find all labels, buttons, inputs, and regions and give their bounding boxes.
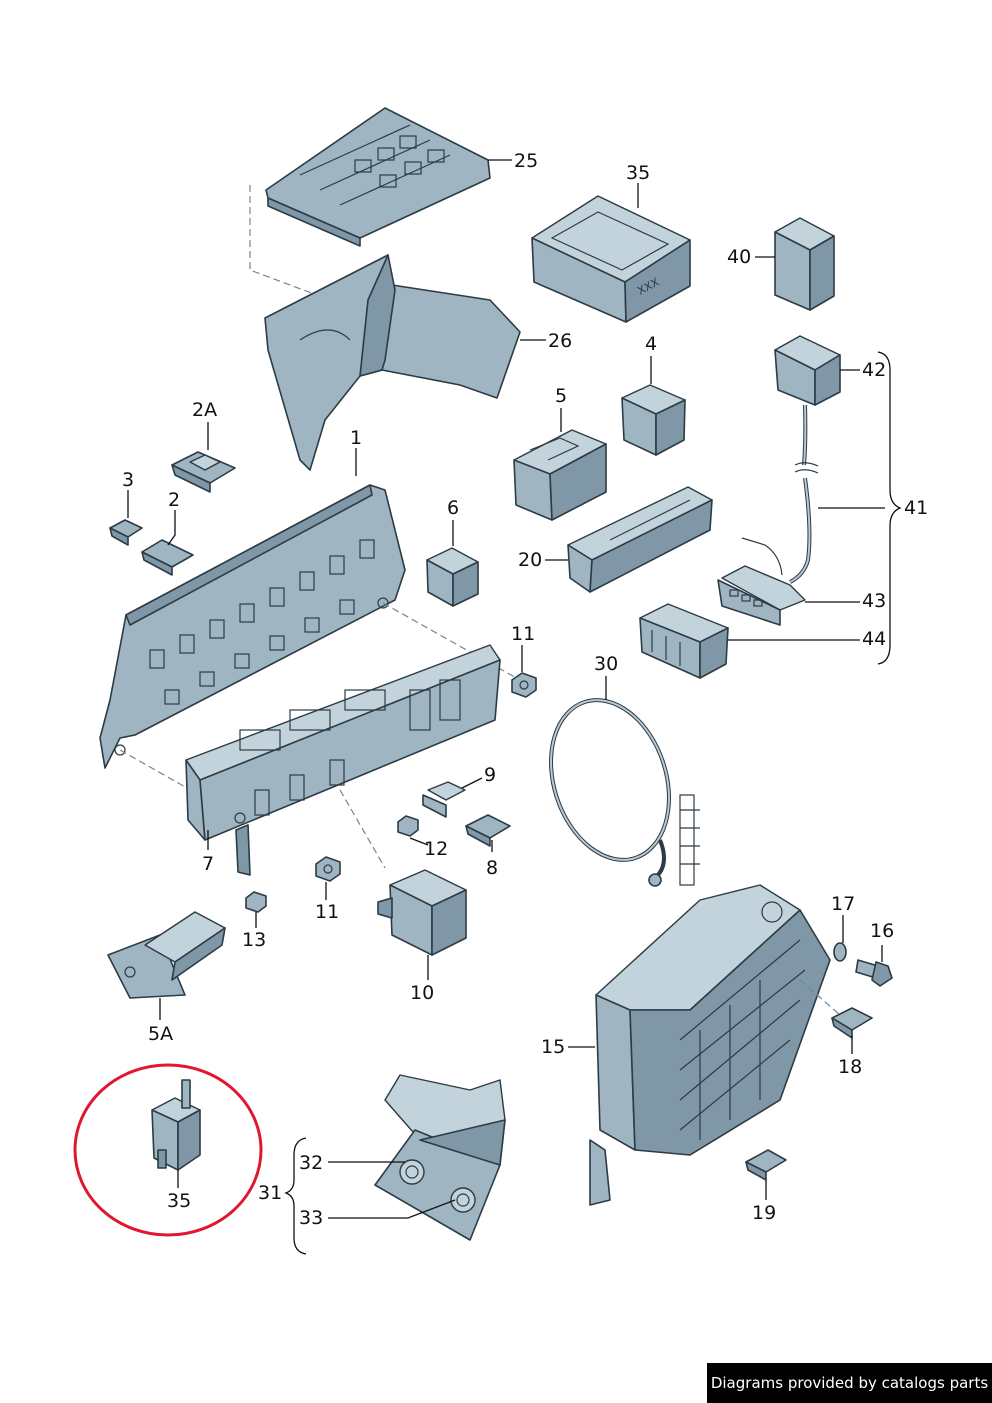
part-7-relay-carrier[interactable] (185, 644, 501, 876)
bracket-31 (284, 1137, 307, 1255)
label-1: 1 (350, 427, 362, 449)
part-9-relay-holder-small[interactable] (422, 781, 466, 818)
label-44: 44 (862, 628, 886, 650)
part-3-fuse[interactable] (109, 519, 143, 546)
label-35-highlighted: 35 (167, 1190, 191, 1212)
bracket-41 (877, 351, 902, 665)
part-11-nut-lower[interactable] (315, 856, 341, 882)
assembly-line (249, 185, 331, 301)
part-42-relay-socket[interactable] (774, 335, 841, 406)
part-20-relay-strip[interactable] (567, 486, 713, 593)
label-35-top: 35 (626, 162, 650, 184)
label-42: 42 (862, 359, 886, 381)
label-16: 16 (870, 920, 894, 942)
part-13-nut[interactable] (245, 891, 267, 913)
label-11-lower: 11 (315, 901, 339, 923)
part-26-bracket[interactable] (264, 254, 521, 471)
label-12: 12 (424, 838, 448, 860)
part-5-relay-holder[interactable] (513, 429, 607, 521)
part-10-relay[interactable] (377, 869, 467, 956)
part-15-cover-box[interactable] (589, 884, 831, 1206)
label-2a: 2A (192, 399, 217, 421)
part-43-connector[interactable] (717, 565, 806, 626)
label-6: 6 (447, 497, 459, 519)
label-20: 20 (518, 549, 542, 571)
leader-33 (328, 1199, 456, 1219)
label-15: 15 (541, 1036, 565, 1058)
label-3: 3 (122, 469, 134, 491)
part-8-fuse[interactable] (465, 814, 511, 847)
label-26: 26 (548, 330, 572, 352)
label-30: 30 (594, 653, 618, 675)
leader-2 (167, 510, 176, 546)
part-40-relay[interactable] (774, 217, 835, 311)
part-4-relay[interactable] (621, 384, 686, 456)
part-19-fuse[interactable] (745, 1149, 787, 1181)
part-41-wiring-harness[interactable] (741, 404, 819, 584)
part-31-fuse-holder[interactable] (374, 1074, 506, 1241)
label-40: 40 (727, 246, 751, 268)
part-1-fuse-holder[interactable] (99, 484, 406, 769)
part-35-relay-highlighted[interactable] (151, 1079, 201, 1171)
leader-9 (461, 777, 483, 789)
label-2: 2 (168, 489, 180, 511)
label-41: 41 (904, 497, 928, 519)
leader-12 (409, 837, 429, 846)
label-9: 9 (484, 764, 496, 786)
part-16-bolt[interactable] (855, 959, 893, 987)
part-35-control-unit[interactable]: XXX (531, 195, 691, 323)
part-12-nut[interactable] (397, 815, 419, 837)
label-7: 7 (202, 853, 214, 875)
part-5a-mounting-bracket[interactable] (107, 911, 226, 999)
part-30-cable[interactable] (531, 685, 700, 887)
part-11-nut-upper[interactable] (511, 672, 537, 698)
label-19: 19 (752, 1202, 776, 1224)
footer-credit: Diagrams provided by catalogs parts (707, 1363, 992, 1403)
label-25: 25 (514, 150, 538, 172)
label-5a: 5A (148, 1023, 173, 1045)
label-18: 18 (838, 1056, 862, 1078)
label-17: 17 (831, 893, 855, 915)
label-10: 10 (410, 982, 434, 1004)
part-2a-fuse-clip[interactable] (171, 451, 236, 493)
part-44-connector-housing[interactable] (639, 603, 729, 679)
label-11-upper: 11 (511, 623, 535, 645)
label-5: 5 (555, 385, 567, 407)
label-33: 33 (299, 1207, 323, 1229)
part-25-cover[interactable] (265, 107, 491, 247)
assembly-line-2 (382, 602, 521, 681)
part-2-fuse[interactable] (141, 539, 194, 576)
label-43: 43 (862, 590, 886, 612)
label-13: 13 (242, 929, 266, 951)
highlight-circle (73, 1063, 263, 1237)
label-8: 8 (486, 857, 498, 879)
part-18-fuse[interactable] (831, 1007, 873, 1039)
label-4: 4 (645, 333, 657, 355)
label-31: 31 (258, 1182, 282, 1204)
part-6-relay[interactable] (426, 547, 479, 607)
assembly-line-5 (799, 979, 841, 1016)
label-32: 32 (299, 1152, 323, 1174)
part-17-washer[interactable] (833, 942, 847, 962)
assembly-line-4 (339, 789, 386, 869)
